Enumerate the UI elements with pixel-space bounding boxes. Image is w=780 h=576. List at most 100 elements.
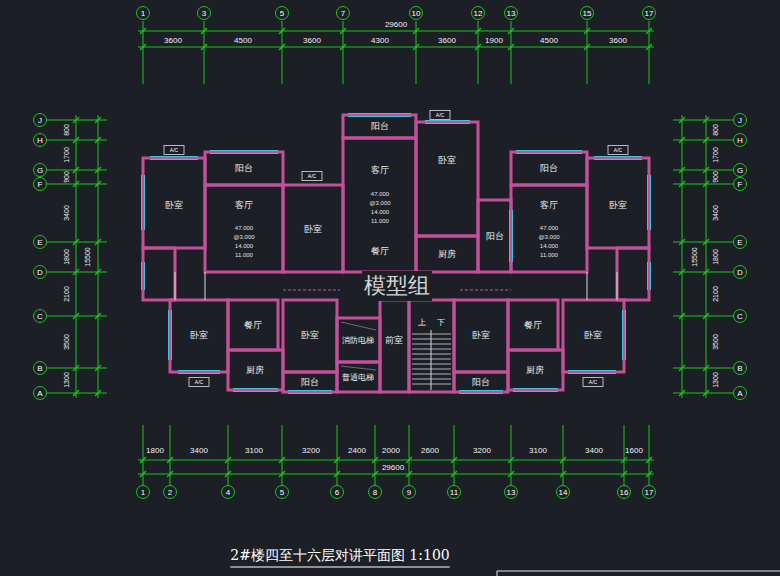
room-label: 卧室 [165, 199, 183, 212]
room-label: 餐厅 [524, 319, 542, 332]
dimension-text: 800 [712, 124, 719, 136]
grid-label: C [37, 312, 43, 321]
room-label: 阳台 [472, 376, 490, 389]
dimension-text: 1300 [712, 372, 719, 388]
grid-bubble [331, 486, 344, 499]
room-label: 卧室 [584, 329, 602, 342]
dimension-text: 1300 [712, 372, 719, 388]
elevator-shaft [341, 366, 376, 370]
dimension-text: 3100 [245, 446, 263, 455]
dimension-text: 1300 [63, 372, 70, 388]
grid-label: 7 [341, 9, 345, 18]
room-label: 消防电梯 [342, 335, 374, 346]
service-line [283, 290, 340, 291]
dimension-text: 2000 [382, 446, 400, 455]
room-wall [283, 372, 337, 392]
partition-line [175, 272, 176, 300]
grid-bubble [198, 7, 211, 20]
window [509, 210, 510, 262]
ac-label: A/C [308, 173, 316, 179]
grid-bubble [137, 486, 150, 499]
elevation-text: @3.000 [369, 200, 390, 206]
grid-label: G [37, 166, 43, 175]
dimension-text: 3100 [245, 446, 263, 455]
grid-bubble [505, 486, 518, 499]
dimension-line [138, 31, 654, 32]
dimension-text: 1600 [625, 446, 643, 455]
ac-label: A/C [614, 147, 622, 153]
drawing-title: 2#楼四至十六层对讲平面图 1:100 [230, 547, 449, 565]
room-wall [454, 300, 508, 372]
grid-label: 4 [226, 488, 230, 497]
room-label: 客厅 [371, 164, 389, 177]
dimension-text: 29600 [385, 20, 407, 29]
grid-label: F [738, 180, 743, 189]
dimension-text: 2100 [63, 286, 70, 302]
grid-label: D [737, 268, 743, 277]
dimension-text: 15500 [84, 247, 91, 266]
window [459, 390, 503, 391]
room-label: 卧室 [472, 329, 490, 342]
grid-label: 1 [141, 9, 145, 18]
ac-label: A/C [308, 173, 316, 179]
room-label: 下 [437, 317, 445, 328]
elevation-text: 14.000 [235, 243, 253, 249]
ac-label: A/C [195, 379, 203, 385]
grid-line [409, 425, 410, 485]
dimension-text: 3500 [712, 334, 719, 350]
dimension-line [138, 460, 654, 461]
dimension-text: 3200 [473, 446, 491, 455]
grid-label: 9 [407, 488, 411, 497]
window [288, 393, 332, 394]
grid-bubble [643, 486, 656, 499]
room-label: 厨房 [526, 364, 544, 377]
room-label: 阳台 [235, 162, 253, 175]
window [516, 150, 582, 151]
grid-bubble [369, 486, 382, 499]
window [168, 310, 169, 360]
room-label: 阳台 [472, 376, 490, 389]
ac-label: A/C [589, 379, 597, 385]
dimension-text: 1900 [485, 36, 503, 45]
grid-label: 12 [474, 9, 483, 18]
grid-label: 1 [141, 488, 145, 497]
grid-line [170, 425, 171, 485]
title-underline [230, 567, 449, 568]
grid-label: 11 [450, 488, 458, 497]
room-label: 客厅 [371, 164, 389, 177]
window [459, 393, 503, 394]
grid-label: F [738, 180, 743, 189]
room-wall [343, 115, 416, 138]
grid-label: A [37, 389, 42, 398]
watermark: 模型组 [362, 271, 432, 301]
dimension-text: 3400 [63, 205, 70, 221]
elevation-text: @3.000 [233, 234, 254, 240]
dimension-text: 3400 [190, 446, 208, 455]
grid-bubble [734, 114, 747, 127]
grid-bubble [505, 7, 518, 20]
grid-label: A [37, 389, 42, 398]
dimension-text: 1800 [712, 249, 719, 265]
grid-bubble [34, 387, 47, 400]
window [512, 210, 513, 262]
dimension-text: 3100 [529, 446, 547, 455]
room-wall [563, 300, 624, 372]
room-label: 卧室 [584, 329, 602, 342]
elevation-text: 47.000 [540, 225, 558, 231]
grid-bubble [222, 486, 235, 499]
grid-bubble [137, 7, 150, 20]
elevation-text: 47.000 [371, 191, 389, 197]
grid-label: 5 [280, 488, 284, 497]
window [348, 116, 411, 117]
grid-label: 6 [335, 488, 339, 497]
room-label: 前室 [385, 334, 403, 347]
room-label: 消防电梯 [342, 335, 374, 346]
grid-bubble [34, 114, 47, 127]
room-label: 厨房 [246, 364, 264, 377]
dimension-text: 3600 [303, 36, 321, 45]
window [178, 370, 220, 371]
elevation-text: 47.000 [371, 191, 389, 197]
grid-bubble [34, 178, 47, 191]
grid-bubble [410, 7, 423, 20]
service-line [460, 290, 511, 291]
